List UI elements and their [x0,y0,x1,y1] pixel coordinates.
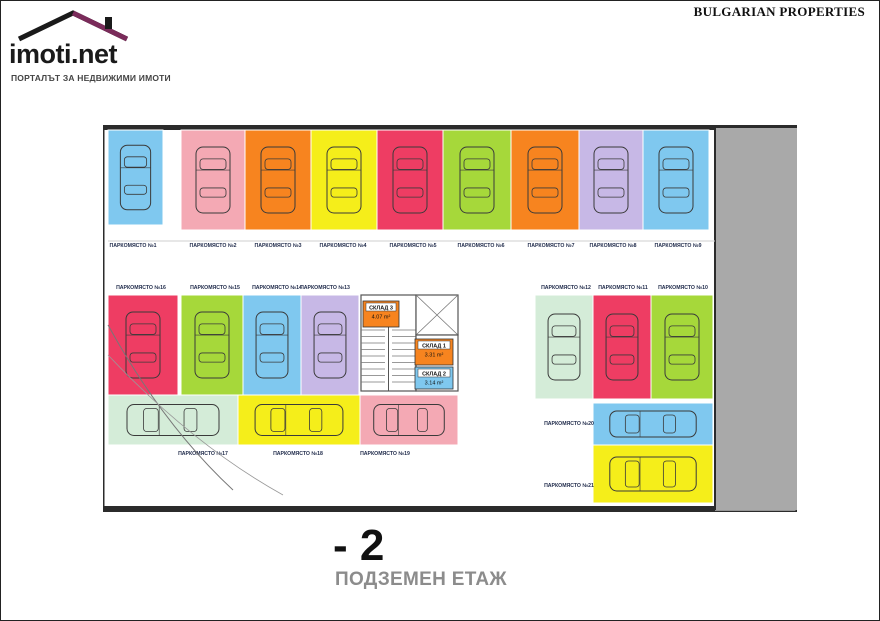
floor-number: - 2 [333,521,385,570]
storage-label: СКЛАД 3 [369,305,393,311]
spot-label-11: ПАРКОМЯСТО №11 [598,285,648,291]
parking-spot-12[interactable] [534,294,594,400]
spot-label-19: ПАРКОМЯСТО №19 [360,451,410,457]
car-icon [609,410,697,438]
parking-spot-1[interactable] [107,129,164,226]
car-icon [254,404,344,436]
car-icon [527,146,563,214]
bottom-wall [103,506,715,512]
parking-spot-21[interactable] [592,444,714,504]
car-icon [255,311,289,379]
spot-labels: ПАРКОМЯСТО №1 ПАРКОМЯСТО №2 ПАРКОМЯСТО №3 П… [110,243,709,489]
car-icon [326,146,362,214]
storage-label: СКЛАД 2 [422,371,446,377]
spot-label-5: ПАРКОМЯСТО №5 [390,243,437,249]
parking-spot-5[interactable] [376,129,444,231]
parking-spots [107,129,714,504]
car-icon [605,313,639,381]
spot-label-17: ПАРКОМЯСТО №17 [178,451,228,457]
storage-unit-3[interactable]: СКЛАД 2 3.14 m² [414,366,454,390]
car-icon [313,311,347,379]
parking-spot-13[interactable] [300,294,360,396]
storage-unit-2[interactable]: СКЛАД 1 3.31 m² [414,338,454,366]
spot-label-14: ПАРКОМЯСТО №14 [252,285,302,291]
car-icon [195,146,231,214]
house-roof-icon [17,10,129,42]
car-icon [658,146,694,214]
turn-curve [107,324,234,491]
spot-label-15: ПАРКОМЯСТО №15 [190,285,240,291]
parking-spot-2[interactable] [180,129,246,231]
spot-label-6: ПАРКОМЯСТО №6 [458,243,505,249]
car-icon [609,456,697,492]
car-icon [547,313,581,381]
parking-plan: ПАРКОМЯСТО №1 ПАРКОМЯСТО №2 ПАРКОМЯСТО №3 П… [103,125,797,512]
car-icon [125,311,161,379]
car-icon [119,144,152,211]
spot-label-3: ПАРКОМЯСТО №3 [255,243,302,249]
storage-label: СКЛАД 1 [422,343,446,349]
spot-label-2: ПАРКОМЯСТО №2 [190,243,237,249]
parking-spot-17[interactable] [107,394,239,446]
car-icon [260,146,296,214]
floor-title: ПОДЗЕМЕН ЕТАЖ [335,569,507,590]
storage-area: 3.31 m² [425,353,444,359]
spot-label-18: ПАРКОМЯСТО №18 [273,451,323,457]
parking-spot-18[interactable] [237,394,361,446]
spot-label-20: ПАРКОМЯСТО №20 [544,421,594,427]
parking-spot-15[interactable] [180,294,244,396]
car-icon [392,146,428,214]
ramp-area [715,128,797,510]
logo-tagline: ПОРТАЛЪТ ЗА НЕДВИЖИМИ ИМОТИ [11,73,171,83]
parking-spot-9[interactable] [642,129,710,231]
car-icon [593,146,629,214]
turn-curve-2 [107,354,284,496]
column [163,130,181,230]
spot-label-16: ПАРКОМЯСТО №16 [116,285,166,291]
parking-spot-4[interactable] [310,129,378,231]
parking-spot-8[interactable] [578,129,644,231]
storage-units: СКЛАД 3 4.07 m² СКЛАД 1 3.31 m² СКЛАД 2 3.14 … [362,300,454,390]
spot-label-21: ПАРКОМЯСТО №21 [544,483,594,489]
parking-spot-10[interactable] [650,294,714,400]
parking-spot-14[interactable] [242,294,302,396]
parking-spot-6[interactable] [442,129,512,231]
spot-label-1: ПАРКОМЯСТО №1 [110,243,157,249]
parking-spot-16[interactable] [107,294,179,396]
car-icon [194,311,230,379]
car-icon [373,404,445,436]
storage-area: 3.14 m² [425,381,444,387]
logo-wordmark: imoti.net [9,39,118,69]
imoti-logo[interactable]: imoti.net ПОРТАЛЪТ ЗА НЕДВИЖИМИ ИМОТИ [9,9,171,84]
spot-label-13: ПАРКОМЯСТО №13 [300,285,350,291]
parking-spot-20[interactable] [592,402,714,446]
spot-label-10: ПАРКОМЯСТО №10 [658,285,708,291]
spot-label-7: ПАРКОМЯСТО №7 [528,243,575,249]
parking-spot-3[interactable] [244,129,312,231]
brand-label: BULGARIAN PROPERTIES [693,4,865,19]
car-icon [664,313,700,381]
parking-spot-11[interactable] [592,294,652,400]
car-icon [459,146,495,214]
spot-label-4: ПАРКОМЯСТО №4 [320,243,367,249]
storage-area: 4.07 m² [372,315,391,321]
parking-spot-19[interactable] [359,394,459,446]
parking-spot-7[interactable] [510,129,580,231]
top-wall [103,125,797,130]
spot-label-9: ПАРКОМЯСТО №9 [655,243,702,249]
storage-unit-1[interactable]: СКЛАД 3 4.07 m² [362,300,400,328]
spot-label-12: ПАРКОМЯСТО №12 [541,285,591,291]
spot-label-8: ПАРКОМЯСТО №8 [590,243,637,249]
